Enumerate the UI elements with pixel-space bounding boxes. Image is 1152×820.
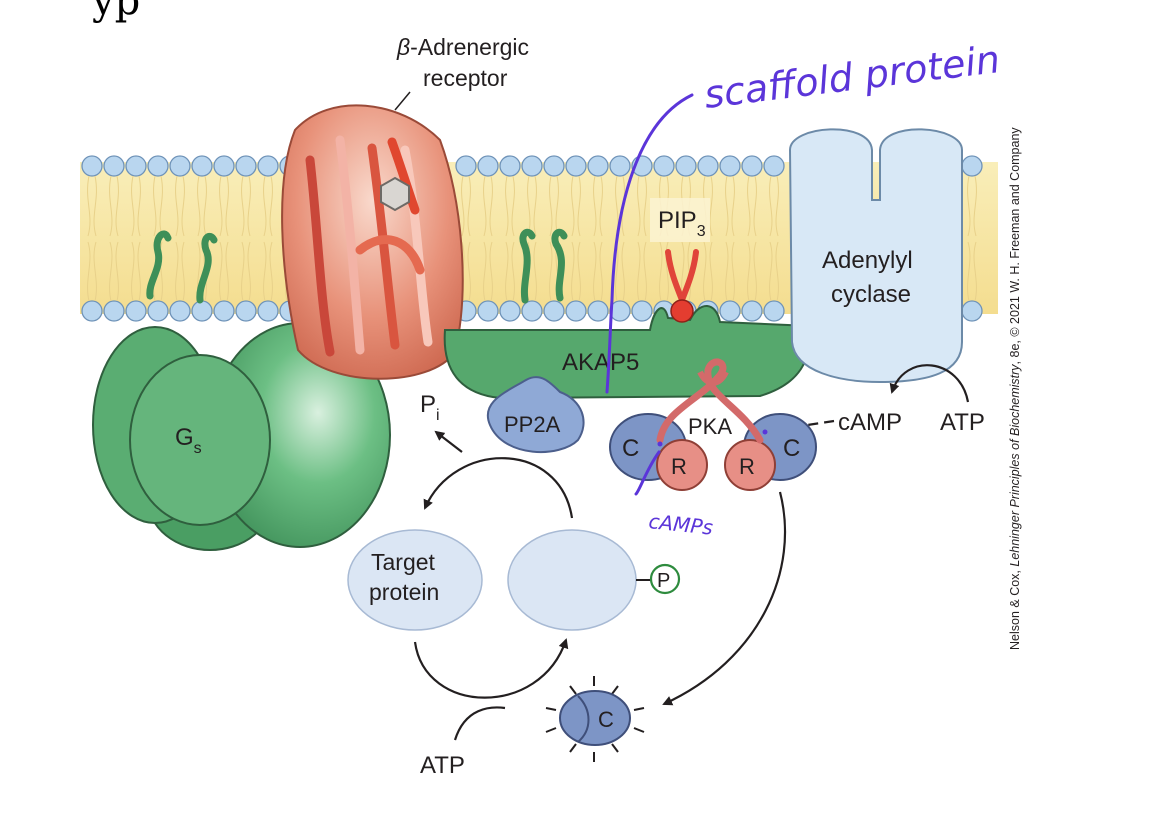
beta-adrenergic-receptor: β-Adrenergic receptor	[281, 34, 529, 380]
lipid-head	[103, 300, 125, 322]
lipid-head	[763, 300, 785, 322]
target-protein	[347, 529, 483, 631]
lipid-head	[125, 155, 147, 177]
lipid-head	[213, 155, 235, 177]
lipid-head	[565, 300, 587, 322]
camp-label: cAMP	[838, 409, 902, 436]
lipid-head	[565, 155, 587, 177]
beta-receptor-label-line1: β-Adrenergic	[396, 34, 529, 60]
phosphorylation-cycle: Target protein P Pi ATP	[347, 391, 681, 779]
cropped-top-text: yp	[92, 0, 141, 24]
lipid-head	[675, 155, 697, 177]
lipid-head	[697, 155, 719, 177]
lipid-head	[125, 300, 147, 322]
pka-label: PKA	[688, 414, 732, 439]
adenylyl-label-line1: Adenylyl	[822, 247, 913, 274]
pip3-lipid: PIP3	[650, 198, 710, 323]
lipid-head	[587, 300, 609, 322]
pka-c-left: C	[622, 435, 639, 462]
lipid-head	[191, 155, 213, 177]
receptor-leader-line	[394, 91, 411, 111]
lipid-head	[191, 300, 213, 322]
beta-receptor-label-line2: receptor	[423, 65, 508, 91]
lipid-head	[169, 300, 191, 322]
scaffold-protein-note: scaffold protein	[702, 37, 1002, 117]
phosphate-label: P	[657, 570, 670, 592]
lipid-head	[763, 155, 785, 177]
lipid-tails	[87, 175, 977, 302]
adenylyl-label-line2: cyclase	[831, 281, 911, 308]
atp-to-camp: ATP cAMP	[772, 364, 985, 436]
pka-r-left: R	[671, 454, 687, 479]
lipid-head	[653, 155, 675, 177]
lipid-head	[587, 155, 609, 177]
phosphorylated-protein	[507, 529, 637, 631]
lipid-head	[477, 300, 499, 322]
pip3-label: PIP3	[658, 207, 706, 240]
lipid-head	[543, 155, 565, 177]
camps-note: cAMPs	[647, 509, 714, 540]
pi-label: Pi	[420, 391, 440, 424]
lipid-head	[521, 155, 543, 177]
target-label-line1: Target	[371, 549, 436, 575]
pka-holoenzyme: C R R C PKA	[609, 358, 817, 491]
lipid-heads-top	[81, 155, 983, 177]
lipid-head	[257, 300, 279, 322]
lipid-head	[103, 155, 125, 177]
lipid-head	[543, 300, 565, 322]
pp2a-label: PP2A	[504, 412, 561, 437]
lipid-head	[741, 300, 763, 322]
lipid-head	[499, 300, 521, 322]
lipid-head	[235, 300, 257, 322]
free-catalytic-subunit: C	[545, 491, 787, 762]
gs-label: Gs	[175, 424, 202, 457]
phosphate-group	[649, 563, 681, 595]
scaffold-annotation-line	[605, 93, 694, 394]
credit-line: Nelson & Cox, Lehninger Principles of Bi…	[1008, 127, 1022, 650]
atp-label-right: ATP	[940, 409, 985, 436]
pka-r-right: R	[739, 454, 755, 479]
lipid-head	[477, 155, 499, 177]
lipid-head	[719, 300, 741, 322]
lipid-head	[499, 155, 521, 177]
adenylyl-cyclase: Adenylyl cyclase	[788, 128, 963, 384]
akap5-label: AKAP5	[562, 349, 639, 376]
lipid-head	[521, 300, 543, 322]
lipid-head	[631, 300, 653, 322]
lipid-head	[961, 155, 983, 177]
lipid-head	[147, 155, 169, 177]
lipid-head	[213, 300, 235, 322]
pp2a-phosphatase: PP2A	[486, 376, 585, 453]
lipid-head	[455, 155, 477, 177]
free-c-label: C	[598, 707, 614, 732]
lipid-head	[235, 155, 257, 177]
lipid-head	[961, 300, 983, 322]
gs-protein: Gs	[92, 230, 391, 551]
lipid-head	[81, 155, 103, 177]
lipid-head	[257, 155, 279, 177]
target-label-line2: protein	[369, 579, 439, 605]
atp-label-bottom: ATP	[420, 752, 465, 779]
lipid-head	[609, 155, 631, 177]
lipid-head	[147, 300, 169, 322]
lipid-head	[81, 300, 103, 322]
lipid-head	[741, 155, 763, 177]
lipid-head	[719, 155, 741, 177]
camps-annotation-line	[634, 450, 661, 496]
lipid-head	[169, 155, 191, 177]
pka-c-right: C	[783, 435, 800, 462]
